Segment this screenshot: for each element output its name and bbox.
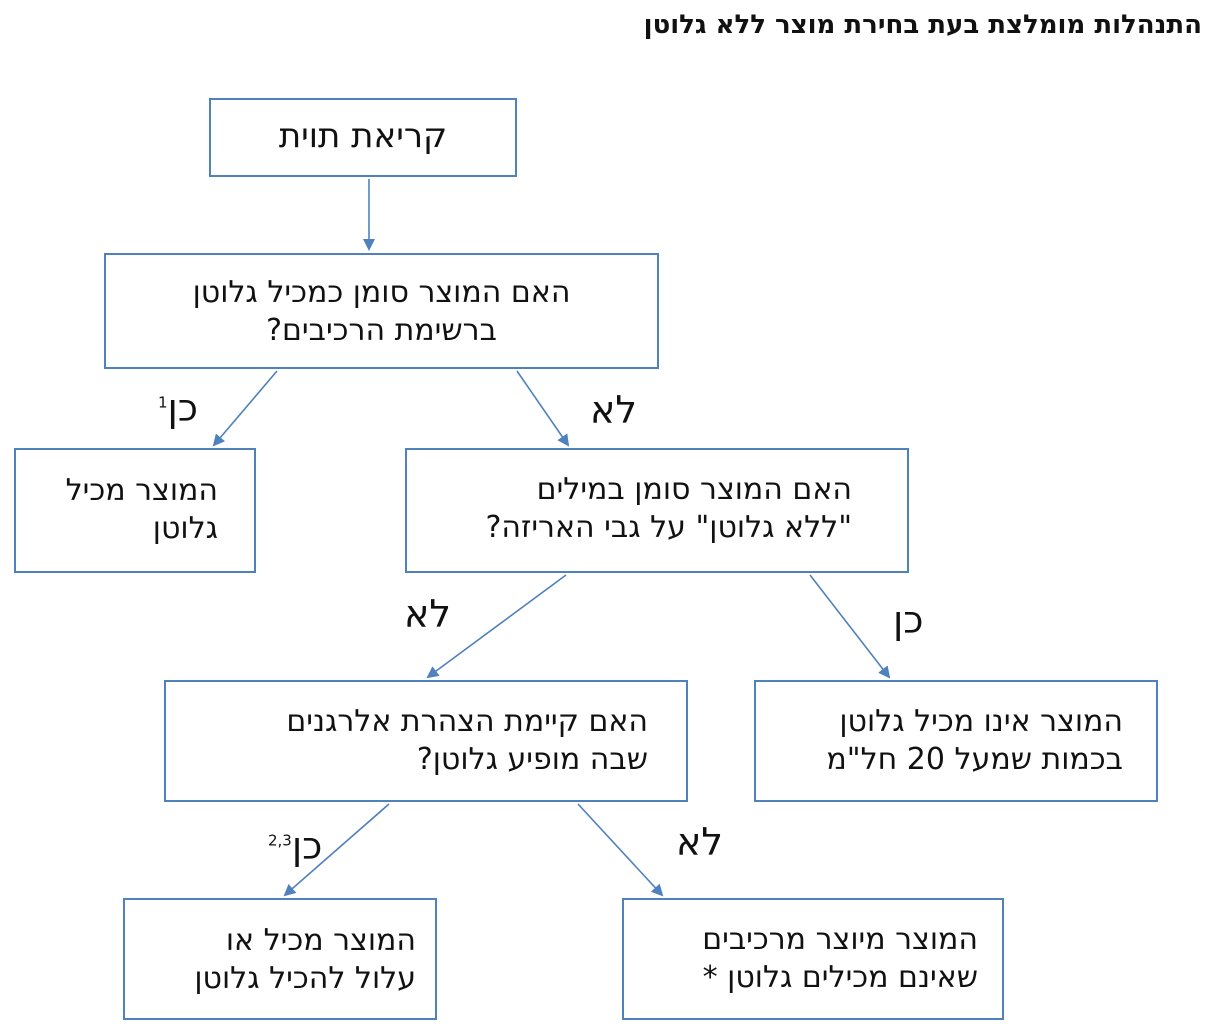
read-label-text: קריאת תוית [278, 116, 448, 156]
gluten-free-result-line1: המוצר אינו מכיל גלוטן [839, 704, 1123, 739]
may-contain-gluten-box: המוצר מכיל או עלול להכיל גלוטן [123, 898, 437, 1020]
arrow-q1-no-to-q2 [516, 370, 570, 447]
gluten-free-result-line2: בכמות שמעל 20 חל"מ [826, 742, 1123, 777]
gluten-free-label-question-line2: "ללא גלוטן" על גבי האריזה? [485, 510, 852, 545]
ingredients-question-box: האם המוצר סומן כמכיל גלוטן ברשימת הרכיבי… [104, 253, 659, 369]
may-contain-gluten-line2: עלול להכיל גלוטן [194, 961, 416, 996]
contains-gluten-line2: גלוטן [152, 511, 218, 546]
gluten-free-label-question-line1: האם המוצר סומן במילים [536, 472, 852, 507]
ingredients-question-line1: האם המוצר סומן כמכיל גלוטן [192, 275, 571, 310]
edge-label-yes-3-note: 2,3 [268, 831, 292, 850]
arrow-q1-yes-to-contains [212, 370, 278, 447]
allergen-statement-question-box: האם קיימת הצהרת אלרגנים שבה מופיע גלוטן? [164, 680, 688, 802]
non-containing-ingredients-line2: שאינם מכילים גלוטן * [702, 960, 978, 995]
page-title: התנהלות מומלצת בעת בחירת מוצר ללא גלוטן [643, 10, 1202, 40]
gluten-free-result-box: המוצר אינו מכיל גלוטן בכמות שמעל 20 חל"מ [754, 680, 1158, 802]
edge-label-no-2: לא [404, 592, 451, 636]
arrow-q2-no-to-q3 [426, 574, 567, 679]
arrow-q3-no-to-noncontaining [577, 803, 664, 897]
allergen-statement-question-line1: האם קיימת הצהרת אלרגנים [286, 704, 648, 739]
edge-label-yes-1-text: כן [167, 386, 198, 430]
edge-label-no-3: לא [676, 820, 723, 864]
edge-label-yes-1: כן1 [158, 388, 198, 428]
edge-label-no-1: לא [590, 388, 637, 432]
edge-label-yes-2: כן [893, 598, 924, 642]
may-contain-gluten-line1: המוצר מכיל או [225, 923, 416, 958]
non-containing-ingredients-box: המוצר מיוצר מרכיבים שאינם מכילים גלוטן * [622, 898, 1004, 1020]
arrow-q2-yes-to-glutenfree [809, 574, 891, 679]
contains-gluten-line1: המוצר מכיל [65, 473, 218, 508]
edge-label-yes-3-text: כן [291, 824, 323, 868]
gluten-free-label-question-box: האם המוצר סומן במילים "ללא גלוטן" על גבי… [405, 448, 909, 573]
contains-gluten-box: המוצר מכיל גלוטן [14, 448, 256, 573]
edge-label-yes-3: כן2,3 [268, 826, 322, 866]
allergen-statement-question-line2: שבה מופיע גלוטן? [416, 742, 648, 777]
arrow-q3-yes-to-maycontain [283, 803, 390, 897]
read-label-box: קריאת תוית [209, 98, 517, 177]
edge-label-yes-1-note: 1 [158, 393, 168, 412]
ingredients-question-line2: ברשימת הרכיבים? [266, 313, 497, 348]
non-containing-ingredients-line1: המוצר מיוצר מרכיבים [702, 922, 978, 957]
